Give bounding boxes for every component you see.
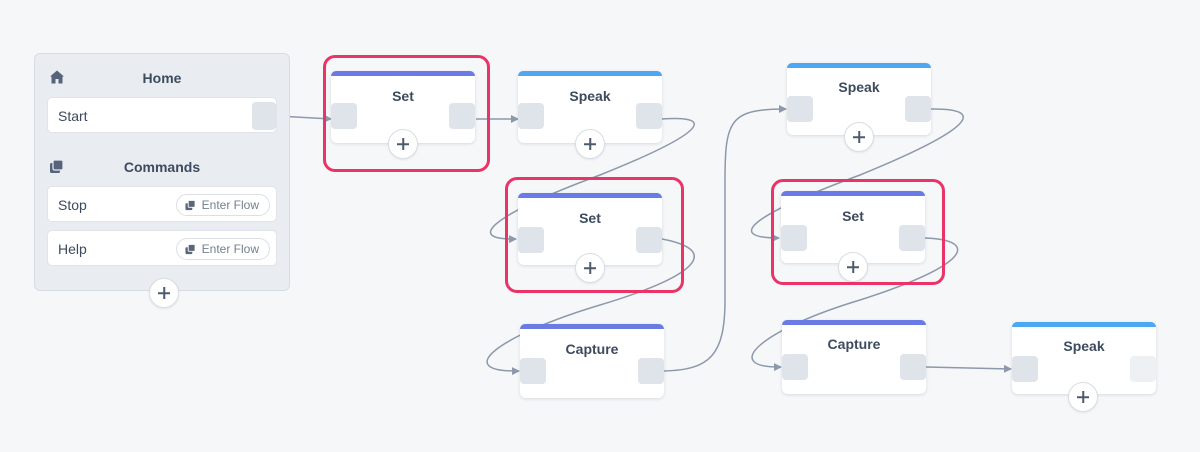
out-port[interactable] [636,103,662,129]
stack-icon [50,159,64,173]
node-title: Speak [838,79,880,95]
out-port[interactable] [449,103,475,129]
out-port[interactable] [638,358,664,384]
capture-node[interactable]: Capture [520,324,664,398]
node-type-bar [782,320,926,325]
home-panel: Home Start Commands Stop Enter Flow Help [34,53,290,308]
commands-title: Commands [123,159,201,175]
in-port[interactable] [781,225,807,251]
set-node[interactable]: Set [518,193,662,283]
in-port[interactable] [518,227,544,253]
node-type-bar [518,71,662,76]
node-type-bar [520,324,664,329]
speak-node[interactable]: Speak [518,71,662,159]
home-icon [50,70,64,84]
command-label: Stop [58,197,87,213]
in-port[interactable] [782,354,808,380]
start-out-port[interactable] [252,102,276,130]
enter-flow-label: Enter Flow [201,242,259,256]
out-port[interactable] [1130,356,1156,382]
out-port[interactable] [905,96,931,122]
in-port[interactable] [1012,356,1038,382]
out-port[interactable] [899,225,925,251]
node-title: Speak [1063,338,1105,354]
add-step-button[interactable] [1068,382,1098,412]
home-title: Home [142,70,182,86]
speak-node[interactable]: Speak [1012,322,1156,412]
node-title: Capture [827,336,881,352]
link-capture1-speak2 [663,105,787,372]
set-node[interactable]: Set [331,71,475,159]
add-step-button[interactable] [575,129,605,159]
command-help[interactable]: Help Enter Flow [47,230,277,266]
node-type-bar [787,63,931,68]
add-command-button[interactable] [149,278,179,308]
node-type-bar [1012,322,1156,327]
command-stop[interactable]: Stop Enter Flow [47,186,277,222]
node-title: Set [392,88,414,104]
add-step-button[interactable] [575,253,605,283]
enter-flow-label: Enter Flow [201,198,259,212]
in-port[interactable] [518,103,544,129]
stack-icon [185,243,196,254]
link-capture2-speak3 [925,364,1012,373]
node-title: Set [579,210,601,226]
node-title: Capture [565,341,619,357]
out-port[interactable] [636,227,662,253]
in-port[interactable] [520,358,546,384]
enter-flow-button[interactable]: Enter Flow [175,194,270,216]
add-step-button[interactable] [838,252,868,282]
speak-node[interactable]: Speak [787,63,931,152]
in-port[interactable] [331,103,357,129]
node-title: Speak [569,88,611,104]
add-step-button[interactable] [844,122,874,152]
enter-flow-button[interactable]: Enter Flow [175,238,270,260]
set-node[interactable]: Set [781,191,925,282]
node-type-bar [331,71,475,76]
stack-icon [185,199,196,210]
node-type-bar [518,193,662,198]
start-label: Start [58,108,88,124]
node-title: Set [842,208,864,224]
node-type-bar [781,191,925,196]
in-port[interactable] [787,96,813,122]
start-block[interactable]: Start [47,97,277,133]
out-port[interactable] [900,354,926,380]
command-label: Help [58,241,87,257]
capture-node[interactable]: Capture [782,320,926,394]
add-step-button[interactable] [388,129,418,159]
